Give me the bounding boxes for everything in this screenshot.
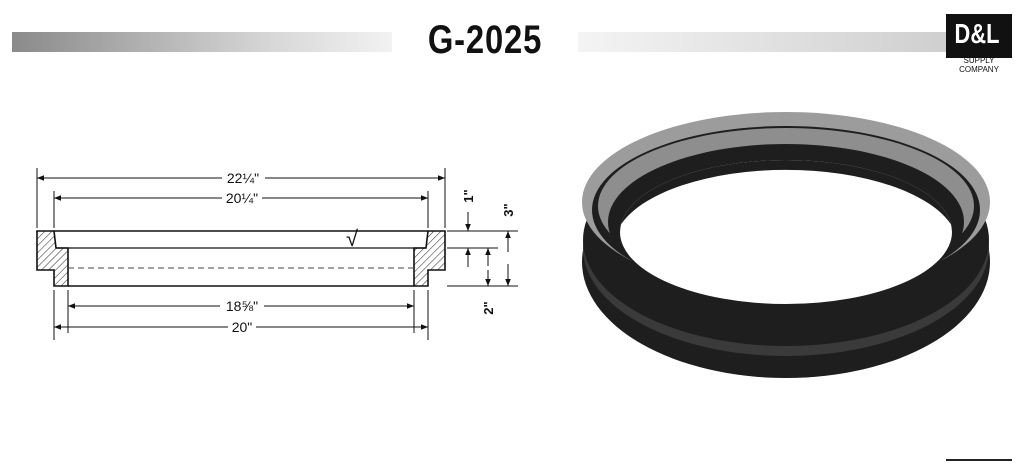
right-wall-hatched <box>413 230 446 287</box>
cross-section <box>36 230 446 287</box>
dim-inner-bottom: 18⅝" <box>226 298 258 314</box>
dim-flange-height: 1" <box>461 189 476 202</box>
logo-box <box>946 14 1012 58</box>
company-logo: D&L SUPPLY COMPANY <box>946 14 1012 74</box>
vertical-dimensions <box>465 212 511 286</box>
logo-subtext: SUPPLY COMPANY <box>959 56 999 74</box>
dim-total-height: 3" <box>501 203 516 216</box>
dim-overall-top: 22¼" <box>227 170 259 186</box>
left-wall-hatched <box>36 230 69 287</box>
dimension-lines <box>37 175 445 330</box>
header-gradient-bar-right <box>578 32 948 52</box>
footer-rule <box>946 459 1012 461</box>
extension-lines <box>36 168 518 340</box>
dim-overall-bottom: 20" <box>232 319 253 335</box>
check-mark: √ <box>346 226 359 251</box>
ring-illustration <box>582 112 990 378</box>
dim-body-height: 2" <box>481 301 496 314</box>
dim-inner-top: 20¼" <box>226 190 258 206</box>
product-title: G-2025 <box>427 18 543 62</box>
header-gradient-bar-left <box>12 32 392 52</box>
logo-text: D&L <box>954 18 1000 49</box>
